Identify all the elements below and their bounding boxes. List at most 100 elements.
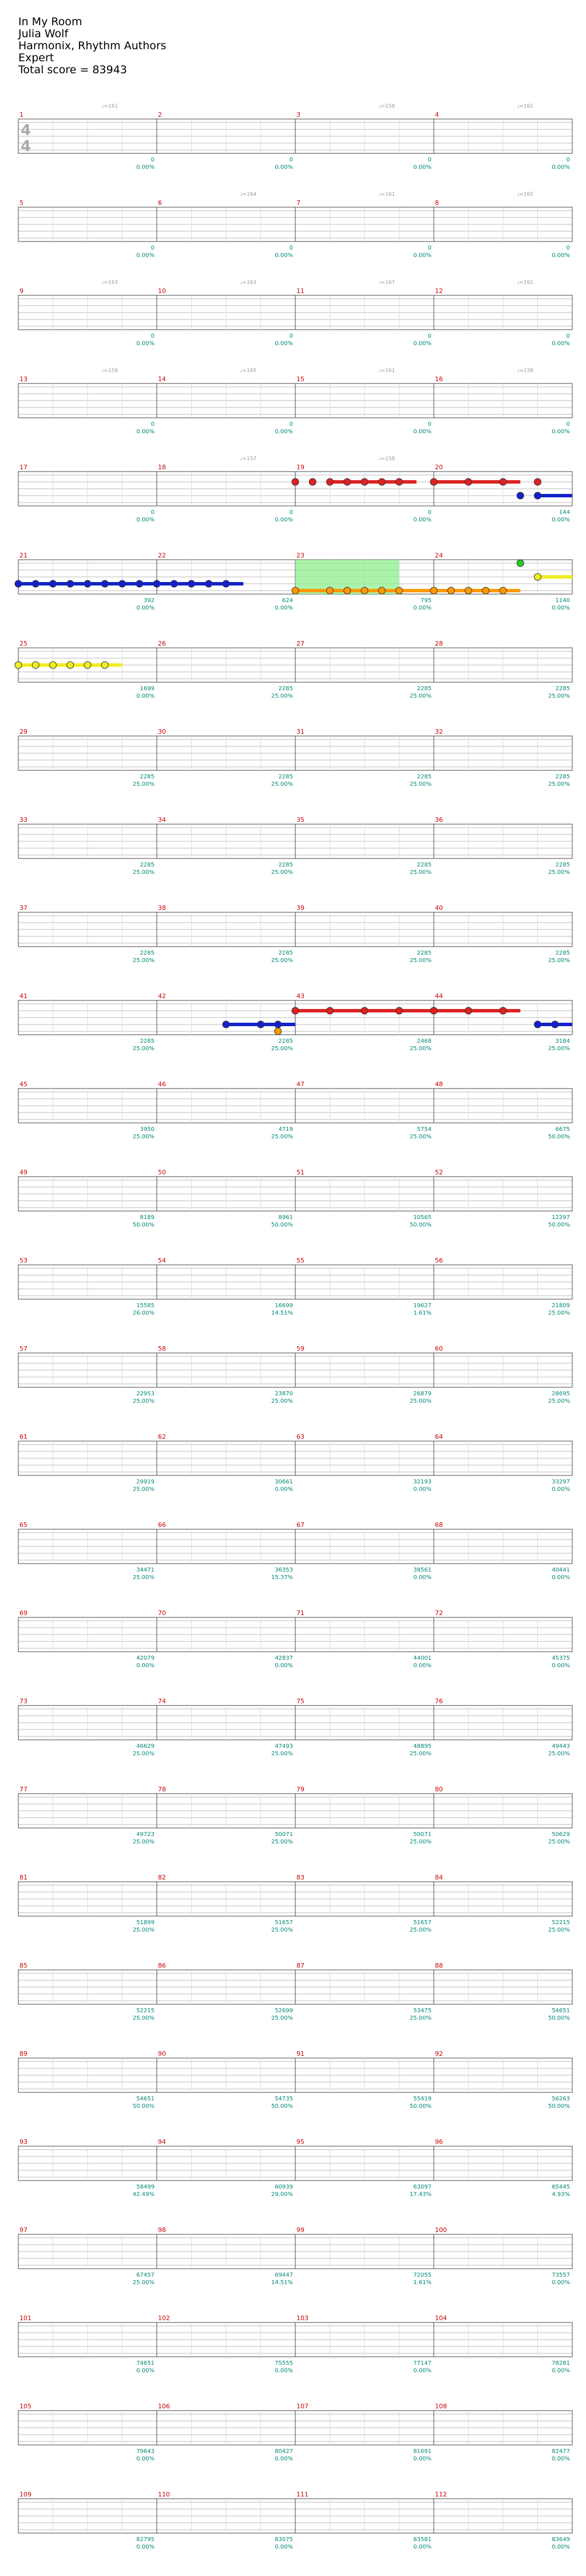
measure-percent: 0.00% (413, 429, 431, 435)
measure-number: 13 (19, 375, 27, 383)
measure-percent: 0.00% (552, 517, 570, 523)
measure-score: 10565 (413, 1214, 431, 1221)
measure-score: 52699 (275, 2008, 293, 2014)
measure-percent: 25.00% (133, 2015, 155, 2021)
yellow-note (101, 661, 109, 669)
measure-score: 60939 (275, 2184, 293, 2190)
measure-number: 109 (19, 2491, 31, 2498)
red-note (499, 478, 507, 486)
measure-score: 795 (421, 597, 431, 604)
measure-percent: 25.00% (271, 1927, 293, 1933)
measure-percent: 25.00% (133, 1927, 155, 1933)
bpm-marker: ♩=158 (378, 456, 395, 462)
measure-score: 48895 (413, 1743, 431, 1750)
measure-percent: 0.00% (552, 429, 570, 435)
measure-number: 66 (158, 1521, 166, 1529)
measure-number: 8 (435, 199, 439, 207)
measure-score: 1140 (556, 597, 570, 604)
measure-score: 67457 (136, 2272, 155, 2278)
green-note (516, 559, 524, 567)
measure-score: 33297 (552, 1479, 570, 1485)
red-note (465, 478, 472, 486)
measure-score: 49443 (552, 1743, 570, 1750)
bpm-marker: ♩=158 (101, 368, 118, 374)
measure-score: 50071 (413, 1831, 431, 1838)
measure-number: 105 (19, 2403, 31, 2410)
measure-number: 3 (296, 111, 300, 118)
measure-percent: 25.00% (271, 1839, 293, 1845)
measure-percent: 25.00% (271, 781, 293, 788)
measure-number: 53 (19, 1257, 27, 1264)
measure-score: 21809 (552, 1303, 570, 1309)
measure-percent: 14.51% (271, 1310, 293, 1316)
blue-note (31, 580, 39, 588)
orange-note (291, 587, 299, 595)
measure-score: 0 (290, 509, 293, 516)
measure-percent: 0.00% (136, 2456, 155, 2462)
measure-score: 0 (290, 333, 293, 339)
red-note (361, 1007, 369, 1015)
measure-number: 96 (435, 2138, 443, 2146)
measure-number: 40 (435, 904, 443, 912)
measure-score: 83581 (413, 2537, 431, 2543)
measure-number: 90 (158, 2050, 166, 2057)
measure-number: 18 (158, 464, 166, 471)
measure-percent: 25.00% (548, 693, 570, 699)
measure-number: 57 (19, 1345, 27, 1352)
red-sustain (434, 480, 521, 484)
yellow-note (31, 661, 39, 669)
measure-number: 72 (435, 1609, 443, 1617)
blue-note (551, 1020, 559, 1028)
orange-note (482, 587, 490, 595)
measure-number: 32 (435, 728, 443, 735)
measure-percent: 0.00% (413, 517, 431, 523)
measure-percent: 25.00% (548, 1046, 570, 1052)
measure-score: 77147 (413, 2360, 431, 2367)
measure-number: 100 (435, 2226, 447, 2234)
measure-number: 95 (296, 2138, 304, 2146)
measure-percent: 50.00% (548, 1222, 570, 1228)
measure-number: 101 (19, 2314, 31, 2322)
measure-percent: 25.00% (548, 1839, 570, 1845)
blue-note (205, 580, 213, 588)
measure-score: 2285 (140, 862, 155, 868)
measure-score: 0 (428, 509, 431, 516)
measure-number: 28 (435, 640, 443, 647)
measure-score: 75555 (275, 2360, 293, 2367)
measure-percent: 0.00% (136, 517, 155, 523)
measure-score: 49723 (136, 1831, 155, 1838)
measure-score: 16699 (275, 1303, 293, 1309)
measure-percent: 25.00% (548, 1751, 570, 1757)
measure-percent: 25.00% (133, 1574, 155, 1581)
measure-number: 63 (296, 1433, 304, 1441)
measure-number: 65 (19, 1521, 27, 1529)
bpm-marker: ♩=158 (517, 368, 533, 374)
measure-percent: 0.00% (413, 2456, 431, 2462)
bpm-marker: ♩=157 (240, 456, 256, 462)
bpm-marker: ♩=161 (517, 104, 533, 109)
difficulty-label: Expert (18, 52, 54, 64)
measure-number: 46 (158, 1081, 166, 1088)
measure-percent: 25.00% (410, 1927, 431, 1933)
measure-percent: 50.00% (548, 2103, 570, 2110)
measure-number: 70 (158, 1609, 166, 1617)
bpm-marker: ♩=161 (378, 368, 395, 374)
measure-score: 2285 (417, 686, 431, 692)
measure-percent: 25.00% (133, 1839, 155, 1845)
measure-number: 104 (435, 2314, 447, 2322)
measure-percent: 50.00% (271, 1222, 293, 1228)
measure-percent: 0.00% (552, 1574, 570, 1581)
bpm-marker: ♩=161 (101, 104, 118, 109)
measure-score: 12297 (552, 1214, 570, 1221)
measure-score: 29919 (136, 1479, 155, 1485)
measure-score: 52215 (136, 2008, 155, 2014)
measure-score: 2285 (556, 862, 570, 868)
measure-number: 29 (19, 728, 27, 735)
measure-number: 97 (19, 2226, 27, 2234)
measure-percent: 0.00% (136, 2544, 155, 2550)
measure-number: 14 (158, 375, 166, 383)
bpm-marker: ♩=165 (517, 192, 533, 197)
measure-percent: 25.00% (271, 1134, 293, 1140)
measure-number: 2 (158, 111, 162, 118)
